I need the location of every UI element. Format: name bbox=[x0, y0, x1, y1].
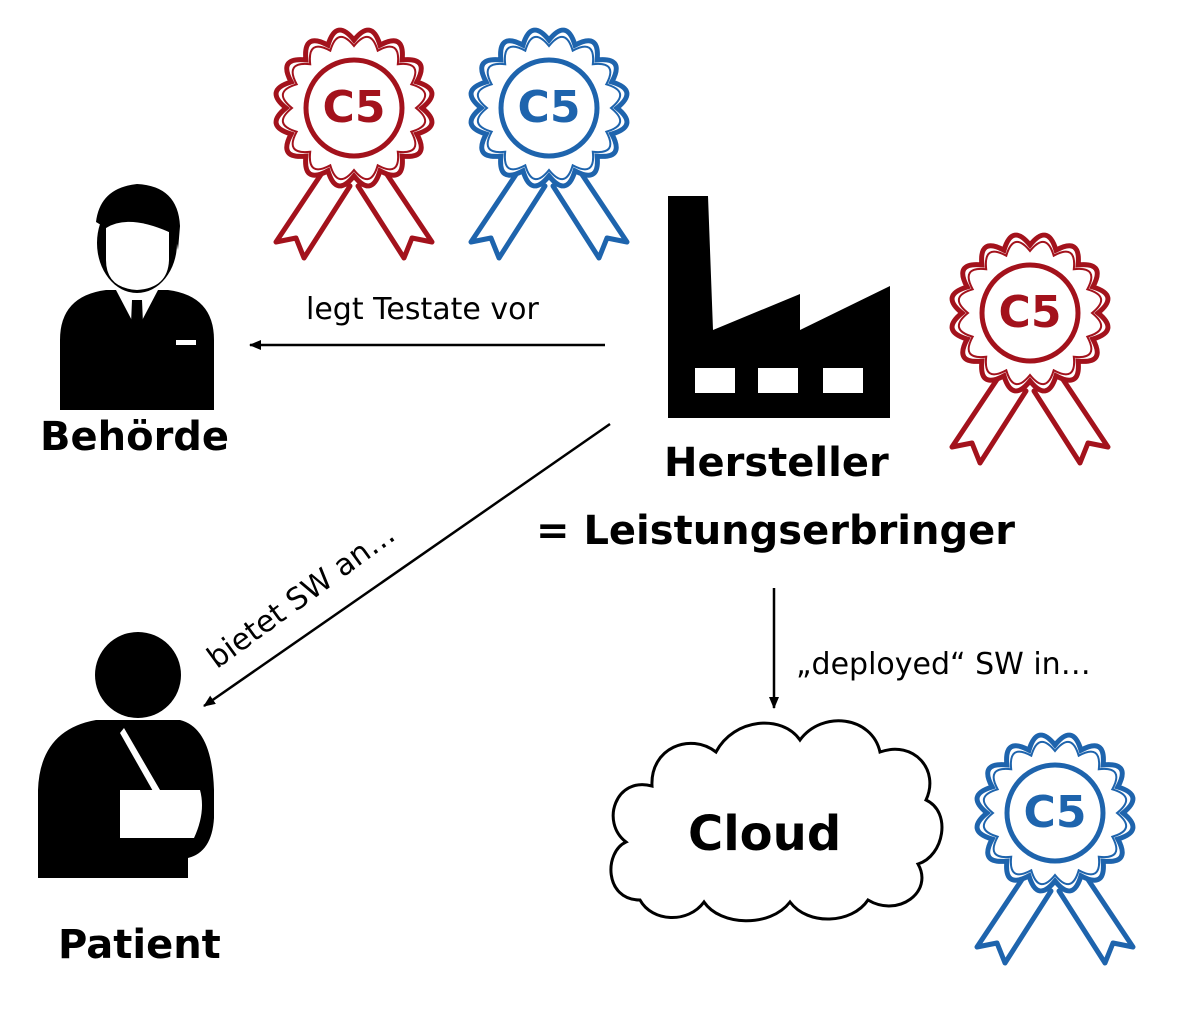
rosette-icon: C5 bbox=[468, 27, 630, 261]
rosette-icon: C5 bbox=[949, 232, 1111, 466]
cloud-label: Cloud bbox=[688, 806, 842, 862]
badge-label: C5 bbox=[518, 82, 581, 133]
rosette-icon: C5 bbox=[974, 732, 1136, 966]
businessman-icon bbox=[60, 184, 214, 410]
injured-patient-icon bbox=[38, 632, 214, 878]
label-to-cloud: „deployed“ SW in… bbox=[796, 647, 1091, 682]
authority-label: Behörde bbox=[40, 414, 230, 460]
label-to-authority: legt Testate vor bbox=[306, 292, 539, 327]
factory-icon bbox=[668, 196, 890, 418]
rosette-icon: C5 bbox=[273, 27, 435, 261]
manufacturer-label: Hersteller bbox=[664, 440, 889, 486]
badge-label: C5 bbox=[1024, 787, 1087, 838]
cloud-icon bbox=[609, 719, 944, 923]
label-to-patient: bietet SW an… bbox=[201, 516, 402, 675]
manufacturer-role-label: = Leistungserbringer bbox=[536, 508, 1015, 554]
badge-label: C5 bbox=[999, 287, 1062, 338]
badge-label: C5 bbox=[323, 82, 386, 133]
arrow-to-patient bbox=[203, 422, 611, 708]
patient-label: Patient bbox=[58, 922, 221, 968]
